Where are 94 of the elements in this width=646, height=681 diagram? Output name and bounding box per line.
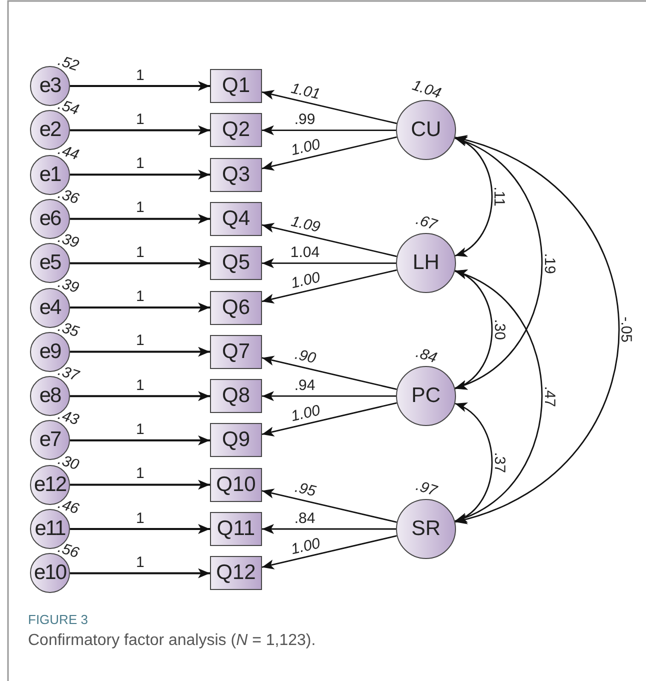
path-arrow — [262, 402, 397, 436]
path-arrow — [70, 435, 210, 446]
edge-label: .95 — [293, 480, 317, 500]
path-arrow — [262, 258, 396, 268]
path-arrow — [262, 391, 396, 402]
variance-label: .52 — [56, 52, 81, 75]
variance-label: .36 — [56, 185, 81, 208]
observed-variable-box: Q3 — [210, 158, 262, 192]
variance-label: .39 — [56, 274, 81, 296]
variance-label: .35 — [56, 318, 81, 341]
error-term-circle: e10 — [30, 553, 70, 594]
latent-factor-circle: LH — [396, 233, 456, 294]
path-arrow — [262, 125, 396, 136]
covariance-arrow — [454, 270, 493, 390]
path-arrow — [70, 524, 210, 534]
edge-label: 1 — [136, 466, 144, 482]
covariance-arrow — [454, 136, 620, 523]
observed-variable-box: Q1 — [210, 69, 262, 103]
observed-variable-box: Q6 — [210, 290, 262, 324]
variance-label: .84 — [413, 344, 438, 367]
path-arrow — [70, 125, 210, 136]
path-arrow — [262, 222, 397, 258]
edge-label: 1 — [136, 244, 144, 260]
covariance-arrow — [454, 138, 543, 389]
variance-label: .39 — [56, 229, 81, 252]
observed-variable-box: Q9 — [210, 423, 262, 458]
path-arrow — [70, 214, 210, 224]
edge-label: 1 — [136, 200, 144, 216]
variance-label: .43 — [56, 406, 81, 430]
path-arrow — [262, 90, 397, 124]
variance-label: .67 — [413, 211, 438, 234]
edge-label: 1 — [136, 378, 144, 393]
variance-label: .54 — [56, 96, 81, 120]
variance-label: .37 — [56, 362, 81, 385]
edge-label: 1 — [136, 68, 144, 82]
observed-variable-box: Q8 — [210, 379, 262, 414]
edge-label: .94 — [294, 378, 316, 393]
edge-label: 1 — [136, 554, 144, 570]
covariance-arrow — [454, 402, 493, 522]
edge-label: .19 — [541, 252, 556, 274]
edge-label: .84 — [294, 510, 316, 526]
path-arrow — [70, 81, 210, 91]
path-arrow — [262, 488, 397, 523]
edge-label: 1 — [136, 156, 144, 172]
path-arrow — [262, 535, 397, 570]
observed-variable-box: Q11 — [210, 512, 262, 546]
variance-label: .44 — [56, 140, 81, 164]
edge-label: .37 — [491, 452, 506, 473]
variance-label: 1.04 — [410, 77, 443, 102]
edge-label: 1 — [136, 289, 144, 304]
path-arrow — [262, 269, 397, 304]
path-arrow — [70, 480, 210, 490]
edge-label: 1.04 — [290, 244, 320, 260]
latent-factor-circle: CU — [396, 100, 456, 160]
path-arrow — [70, 170, 210, 180]
edge-label: -.05 — [618, 316, 634, 343]
path-arrow — [70, 346, 210, 357]
edge-label: 1 — [136, 112, 144, 127]
edge-label: 1.00 — [289, 136, 322, 158]
path-arrow — [70, 568, 210, 578]
figure-caption: Confirmatory factor analysis (N = 1,123). — [28, 632, 316, 650]
path-arrow — [70, 302, 210, 312]
edge-label: .47 — [541, 386, 556, 407]
path-arrow — [262, 136, 397, 171]
observed-variable-box: Q5 — [210, 246, 262, 280]
latent-factor-circle: SR — [396, 499, 456, 559]
observed-variable-box: Q10 — [210, 468, 262, 502]
path-arrow — [262, 356, 397, 390]
observed-variable-box: Q7 — [210, 334, 262, 369]
latent-factor-circle: PC — [396, 366, 456, 426]
edge-label: .30 — [491, 319, 506, 340]
path-arrow — [70, 258, 210, 268]
observed-variable-box: Q2 — [210, 113, 262, 148]
variance-label: .30 — [56, 450, 81, 474]
edge-label: 1 — [136, 422, 144, 437]
edge-label: .11 — [491, 186, 506, 207]
edge-label: 1.00 — [289, 270, 322, 291]
path-arrow — [70, 391, 210, 402]
edge-label: 1.01 — [289, 80, 322, 102]
covariance-arrow — [454, 270, 543, 522]
observed-variable-box: Q12 — [210, 556, 262, 590]
edge-label: .99 — [294, 112, 316, 127]
edge-label: 1 — [136, 333, 144, 348]
figure-number: FIGURE 3 — [28, 612, 88, 627]
edge-label: 1 — [136, 510, 144, 526]
covariance-arrow — [454, 137, 493, 256]
variance-label: .97 — [413, 477, 438, 500]
edge-label: 1.00 — [289, 536, 322, 557]
edge-label: 1.09 — [289, 213, 322, 235]
edge-label: .90 — [293, 347, 317, 367]
path-arrow — [262, 524, 396, 534]
edge-label: 1.00 — [289, 402, 322, 424]
variance-label: .46 — [56, 495, 81, 518]
observed-variable-box: Q4 — [210, 202, 262, 236]
